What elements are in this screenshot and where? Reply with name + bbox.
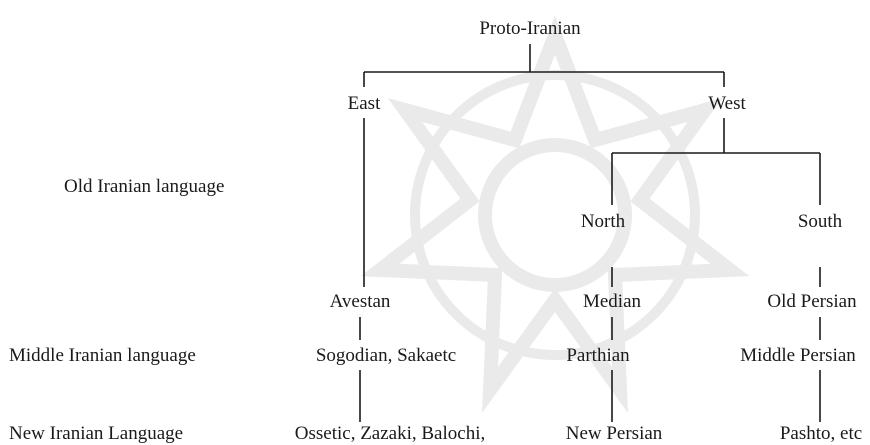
parthian-node: Parthian: [566, 345, 630, 366]
old-period-row-label: Old Iranian language: [64, 176, 225, 197]
south-node: South: [797, 211, 843, 232]
root-node: Proto-Iranian: [479, 18, 581, 39]
median-node: Median: [582, 291, 642, 312]
sogodian-node: Sogodian, Sakaetc: [315, 345, 457, 366]
pashto-node: Pashto, etc: [779, 423, 863, 444]
east-node: East: [347, 93, 381, 114]
middle-persian-node: Middle Persian: [740, 345, 856, 366]
north-node: North: [580, 211, 626, 232]
new-period-row-label: New Iranian Language: [9, 423, 184, 444]
new-persian-node: New Persian: [565, 423, 663, 444]
middle-period-row-label: Middle Iranian language: [9, 345, 196, 366]
west-node: West: [708, 93, 746, 114]
avestan-node: Avestan: [329, 291, 391, 312]
old-persian-node: Old Persian: [767, 291, 857, 312]
ossetic-node: Ossetic, Zazaki, Balochi,: [294, 423, 486, 444]
